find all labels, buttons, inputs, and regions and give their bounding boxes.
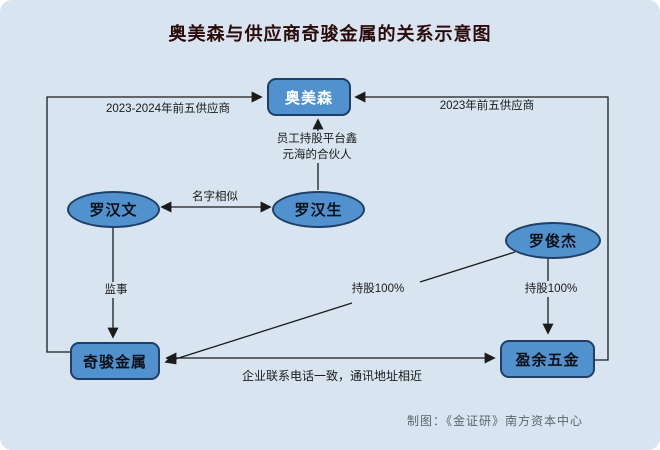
edge-qijun-to-aomeisen <box>46 91 263 353</box>
edge-label-esop-line1: 员工持股平台鑫 <box>276 133 358 145</box>
edge-label-contact: 企业联系电话一致，通讯地址相近 <box>241 369 422 383</box>
node-luohansheng: 罗汉生 <box>272 191 365 228</box>
node-luohanwen: 罗汉文 <box>67 191 160 228</box>
edge-label-esop: 员工持股平台鑫 元海的合伙人 <box>254 131 380 163</box>
node-qijun-label: 奇骏金属 <box>82 353 147 371</box>
node-luohansheng-label: 罗汉生 <box>294 202 343 219</box>
edge-label-left-supplier: 2023-2024年前五供应商 <box>106 103 230 115</box>
edge-label-supervisor: 监事 <box>93 282 139 298</box>
node-aomeisen: 奥美森 <box>267 78 351 116</box>
edge-label-right-supplier: 2023年前五供应商 <box>439 100 535 112</box>
edge-label-similar-name: 名字相似 <box>192 191 238 203</box>
node-aomeisen-label: 奥美森 <box>284 89 333 107</box>
edge-yingyu-to-aomeisen <box>354 91 609 361</box>
credit-text: 制图：《金证研》南方资本中心 <box>406 414 583 428</box>
node-yingyu: 盈余五金 <box>500 340 595 378</box>
edge-label-holding-vertical: 持股100% <box>508 281 594 297</box>
node-qijun: 奇骏金属 <box>70 342 160 380</box>
diagram-title: 奥美森与供应商奇骏金属的关系示意图 <box>168 24 492 44</box>
edge-label-holding-diagonal: 持股100% <box>351 283 405 295</box>
edge-luojunjie-to-qijun-lower <box>164 302 353 365</box>
node-luohanwen-label: 罗汉文 <box>89 202 138 219</box>
edge-luojunjie-to-qijun-upper <box>419 251 516 283</box>
edge-label-esop-line2: 元海的合伙人 <box>282 149 352 161</box>
node-luojunjie: 罗俊杰 <box>505 222 601 259</box>
node-luojunjie-label: 罗俊杰 <box>528 233 577 250</box>
node-yingyu-label: 盈余五金 <box>515 351 580 369</box>
